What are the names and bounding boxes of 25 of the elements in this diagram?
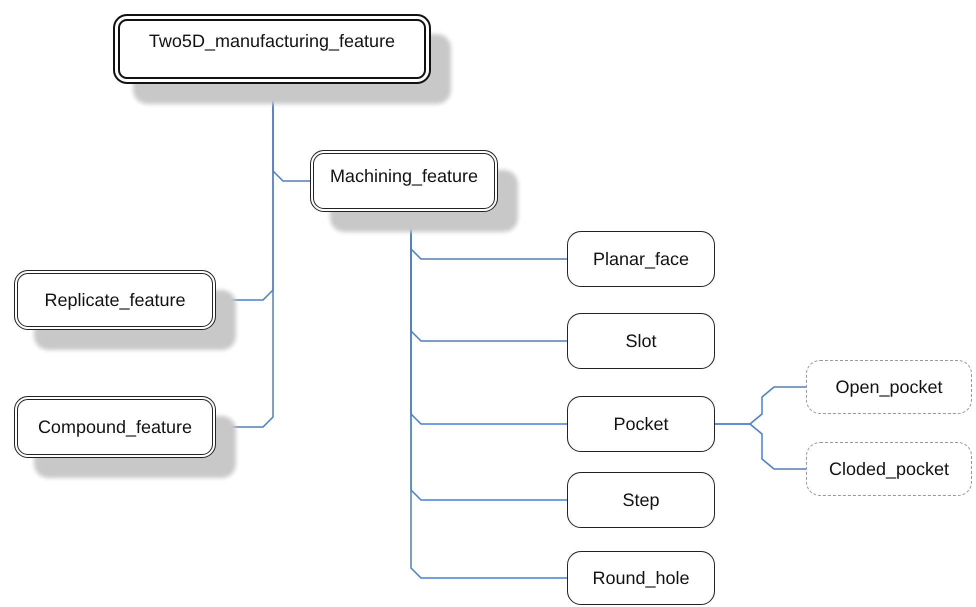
feature-name: Replicate_feature [44, 290, 186, 310]
feature-box [567, 551, 715, 605]
feature-box [14, 396, 216, 458]
feature-box [567, 313, 715, 369]
feature-name: Compound_feature [38, 416, 192, 438]
feature-box [567, 472, 715, 528]
feature-name: Machining_feature [330, 166, 478, 186]
feature-name: Planar_face [592, 248, 690, 270]
feature-box [113, 14, 431, 84]
connector-line [216, 84, 274, 428]
feature-box [806, 442, 972, 496]
connector-line [715, 423, 806, 470]
feature-box [310, 150, 498, 212]
feature-box [567, 231, 715, 287]
feature-name: Two5D_manufacturing_feature [148, 30, 396, 52]
feature-name: Cloded_pocket [828, 458, 950, 480]
feature-name: Pocket [613, 414, 669, 434]
feature-box [806, 360, 972, 414]
feature-name: Step [622, 490, 660, 510]
feature-name: Open_pocket [835, 376, 943, 398]
feature-box [14, 270, 216, 330]
connector-line [410, 212, 567, 579]
feature-box [567, 396, 715, 452]
feature-name: Slot [625, 330, 657, 352]
feature-name: Round_hole [592, 568, 690, 588]
